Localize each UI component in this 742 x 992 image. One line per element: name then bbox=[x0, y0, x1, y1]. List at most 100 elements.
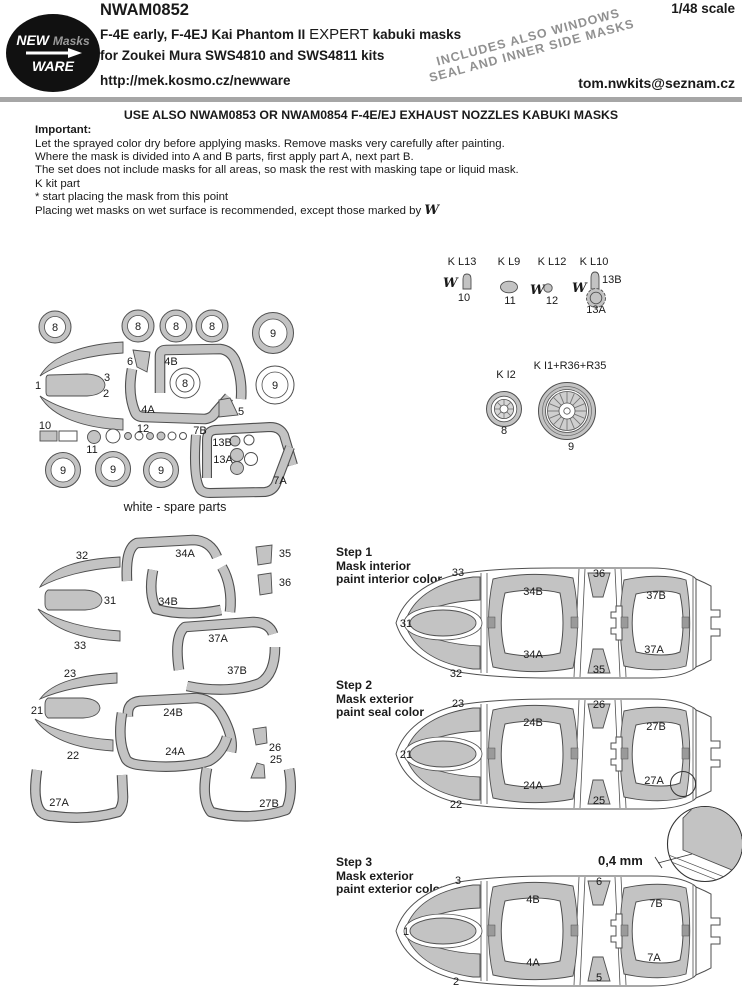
part-label-34a: 34A bbox=[175, 548, 195, 560]
step2-label-mid-top: 26 bbox=[593, 699, 605, 711]
mask-part-5 bbox=[219, 398, 238, 417]
step3-label-nose-top: 3 bbox=[455, 875, 461, 887]
part-label-26: 26 bbox=[269, 742, 281, 754]
step2-label-rear-bottom: 27A bbox=[644, 775, 664, 787]
mask-part-11 bbox=[499, 280, 521, 294]
mask-part-10 bbox=[459, 272, 475, 292]
part-label-10: 10 bbox=[453, 292, 475, 304]
mask-part-3 bbox=[40, 342, 123, 376]
mask-part-25 bbox=[251, 763, 265, 778]
wheel-mask-9 bbox=[537, 381, 599, 443]
contact-email[interactable]: tom.nwkits@seznam.cz bbox=[500, 75, 735, 91]
instruction-line: * start placing the mask from this point bbox=[35, 191, 519, 204]
step2-label-nose-bottom: 22 bbox=[450, 799, 462, 811]
mask-part-10-white bbox=[59, 431, 77, 441]
step3-canopy-diagram: 3 1 2 4B 4A 6 5 7B 7A bbox=[393, 874, 738, 992]
part-label-31: 31 bbox=[104, 595, 116, 607]
mask-part-36 bbox=[258, 573, 272, 595]
instruction-line: Let the sprayed color dry before applyin… bbox=[35, 138, 519, 151]
spare-parts-diagram: 8 8 8 8 9 9 3 1 2 8 6 4B 4A 5 10 11 12 bbox=[25, 300, 325, 515]
step3-label-front-bottom: 4A bbox=[526, 957, 540, 969]
wet-mark-icon: W bbox=[443, 276, 458, 291]
step2-label-front-bottom: 24A bbox=[523, 780, 543, 792]
newware-logo: NEW Masks WARE bbox=[6, 14, 100, 92]
part-label-37b: 37B bbox=[227, 665, 247, 677]
step1-label-rear-top: 37B bbox=[646, 590, 666, 602]
header-divider bbox=[0, 97, 742, 102]
part-label-8: 8 bbox=[182, 378, 188, 390]
instructions-block: Let the sprayed color dry before applyin… bbox=[35, 138, 519, 218]
part-label-25: 25 bbox=[270, 754, 282, 766]
part-label-8: 8 bbox=[135, 321, 141, 333]
step3-label-rear-top: 7B bbox=[649, 898, 662, 910]
instruction-line-wet: Placing wet masks on wet surface is reco… bbox=[35, 204, 519, 218]
part-label-22: 22 bbox=[67, 750, 79, 762]
part-label-24a: 24A bbox=[165, 746, 185, 758]
part-label-33: 33 bbox=[74, 640, 86, 652]
part-label-13a: 13A bbox=[580, 304, 612, 316]
step1-label-mid-bottom: 35 bbox=[593, 664, 605, 676]
mask-part-11-white bbox=[106, 429, 120, 443]
instruction-line: The set does not include masks for all a… bbox=[35, 164, 519, 177]
logo-line1: NEW Masks bbox=[16, 32, 89, 48]
logo-arrow-icon bbox=[24, 48, 82, 58]
exhaust-notice: USE ALSO NWAM0853 OR NWAM0854 F-4E/EJ EX… bbox=[0, 108, 742, 122]
product-code: NWAM0852 bbox=[100, 1, 189, 20]
instruction-line: K kit part bbox=[35, 178, 519, 191]
mask-part-1 bbox=[46, 374, 105, 396]
mask-part-23 bbox=[40, 673, 117, 699]
part-label-27b: 27B bbox=[259, 798, 279, 810]
kit-part-header-kl12: K L12 bbox=[530, 256, 574, 268]
sheet-title: F-4E early, F-4EJ Kai Phantom II EXPERT … bbox=[100, 26, 461, 43]
step2-label-rear-top: 27B bbox=[646, 721, 666, 733]
mask-part-11 bbox=[88, 431, 101, 444]
part-label-8: 8 bbox=[494, 425, 514, 437]
part-label-34b: 34B bbox=[158, 596, 178, 608]
sheet-subtitle: for Zoukei Mura SWS4810 and SWS4811 kits bbox=[100, 48, 384, 63]
part-label-35: 35 bbox=[279, 548, 291, 560]
mask-parts-12 bbox=[125, 432, 187, 440]
part-label-4a: 4A bbox=[141, 404, 155, 416]
part-label-11: 11 bbox=[499, 295, 521, 307]
part-label-9: 9 bbox=[158, 465, 164, 477]
step3-label-mid-bottom: 5 bbox=[596, 972, 602, 984]
newware-url[interactable]: http://mek.kosmo.cz/newware bbox=[100, 73, 291, 88]
part-label-12: 12 bbox=[541, 295, 563, 307]
part-label-4b: 4B bbox=[164, 356, 177, 368]
step1-label-front-top: 34B bbox=[523, 586, 543, 598]
mask-part-33 bbox=[38, 609, 120, 641]
kit-part-header-kl10: K L10 bbox=[572, 256, 616, 268]
kit-part-header-kl9: K L9 bbox=[487, 256, 531, 268]
logo-word-new: NEW bbox=[16, 32, 49, 48]
instruction-line: Where the mask is divided into A and B p… bbox=[35, 151, 519, 164]
logo-word-masks: Masks bbox=[53, 34, 90, 48]
ring-masks-8 bbox=[39, 310, 228, 343]
step1-label-front-bottom: 34A bbox=[523, 649, 543, 661]
part-label-24b: 24B bbox=[163, 707, 183, 719]
instruction-line: Placing wet masks on wet surface is reco… bbox=[35, 205, 421, 217]
part-label-27a: 27A bbox=[49, 797, 69, 809]
step2-label-nose-top: 23 bbox=[452, 698, 464, 710]
mask-part-21 bbox=[45, 698, 100, 718]
part-label-23: 23 bbox=[64, 668, 76, 680]
part-label-8: 8 bbox=[209, 321, 215, 333]
step3-label-nose-bottom: 2 bbox=[453, 976, 459, 988]
mask-part-31 bbox=[45, 590, 102, 610]
title-expert: EXPERT bbox=[309, 26, 369, 43]
part-label-11: 11 bbox=[86, 444, 97, 456]
part-label-10: 10 bbox=[39, 420, 51, 432]
canopy-parts-diagram: 32 31 33 34A 34B 35 36 37A 37B 23 21 22 … bbox=[25, 535, 335, 820]
spare-parts-caption: white - spare parts bbox=[95, 500, 255, 514]
step1-label-mid-top: 36 bbox=[593, 568, 605, 580]
part-label-9: 9 bbox=[272, 380, 278, 392]
wet-mark-icon: W bbox=[424, 204, 439, 217]
step3-label-front-top: 4B bbox=[526, 894, 539, 906]
step2-label-nose-center: 21 bbox=[400, 749, 412, 761]
mask-part-6 bbox=[133, 350, 150, 372]
step3-label-rear-bottom: 7A bbox=[647, 952, 661, 964]
part-label-8: 8 bbox=[52, 322, 58, 334]
kit-part-header-kl13: K L13 bbox=[440, 256, 484, 268]
part-label-13a: 13A bbox=[213, 454, 233, 466]
wheel-mask-8 bbox=[485, 390, 525, 430]
step1-canopy-diagram: 33 31 32 34B 34A 36 35 37B 37A bbox=[393, 566, 738, 684]
